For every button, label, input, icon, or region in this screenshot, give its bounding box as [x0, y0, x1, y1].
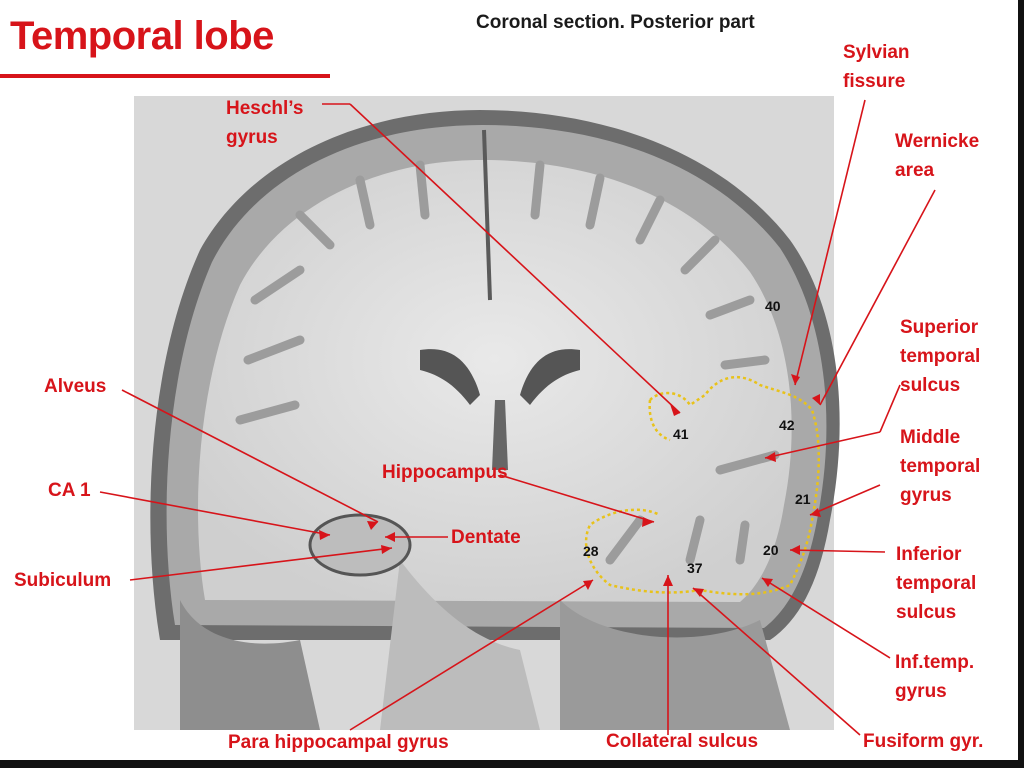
label-inferior-temporal-sulcus: Inferior temporal sulcus	[896, 540, 976, 627]
label-inf-temp-gyrus-line1: Inf.temp.	[895, 652, 975, 673]
label-sylvian-fissure-line1: Sylvian	[843, 42, 910, 63]
label-heschls-gyrus-line1: Heschl’s	[226, 98, 304, 119]
label-wernicke-area-line2: area	[895, 160, 935, 181]
label-superior-temporal-sulcus-line2: temporal	[900, 346, 981, 367]
label-superior-temporal-sulcus-line1: Superior	[900, 317, 979, 338]
label-dentate: Dentate	[451, 527, 521, 548]
label-middle-temporal-gyrus-line1: Middle	[900, 427, 961, 448]
label-sylvian-fissure-line2: fissure	[843, 71, 906, 92]
label-ca1: CA 1	[48, 480, 91, 501]
label-inf-temp-gyrus-line2: gyrus	[895, 681, 947, 702]
label-sylvian-fissure: Sylvian fissure	[843, 38, 910, 96]
label-inf-temp-gyrus: Inf.temp. gyrus	[895, 648, 974, 706]
label-fusiform-gyr: Fusiform gyr.	[863, 731, 984, 752]
label-collateral-sulcus: Collateral sulcus	[606, 731, 759, 752]
label-subiculum: Subiculum	[14, 570, 112, 591]
label-alveus: Alveus	[44, 376, 107, 397]
frame-bottom-border	[0, 760, 1024, 768]
label-heschls-gyrus-line2: gyrus	[226, 127, 278, 148]
frame-right-border	[1018, 0, 1024, 768]
brodmann-area-40: 40	[765, 298, 781, 314]
label-middle-temporal-gyrus-line2: temporal	[900, 456, 981, 477]
label-inferior-temporal-sulcus-line3: sulcus	[896, 602, 957, 623]
title-underline	[0, 74, 330, 78]
label-wernicke-area: Wernicke area	[895, 127, 979, 185]
brodmann-area-41: 41	[673, 426, 689, 442]
brodmann-area-20: 20	[763, 542, 779, 558]
label-inferior-temporal-sulcus-line2: temporal	[896, 573, 977, 594]
label-middle-temporal-gyrus: Middle temporal gyrus	[900, 423, 980, 510]
brodmann-area-21: 21	[795, 491, 811, 507]
label-inferior-temporal-sulcus-line1: Inferior	[896, 544, 962, 565]
label-hippocampus: Hippocampus	[382, 462, 508, 483]
label-para-hippocampal-gyrus: Para hippocampal gyrus	[228, 732, 449, 753]
label-superior-temporal-sulcus-line3: sulcus	[900, 375, 961, 396]
slide-subtitle: Coronal section. Posterior part	[476, 12, 755, 33]
brodmann-area-28: 28	[583, 543, 599, 559]
brodmann-area-42: 42	[779, 417, 795, 433]
label-middle-temporal-gyrus-line3: gyrus	[900, 485, 952, 506]
brodmann-area-37: 37	[687, 560, 703, 576]
label-wernicke-area-line1: Wernicke	[895, 131, 980, 152]
slide-title: Temporal lobe	[10, 14, 274, 58]
label-superior-temporal-sulcus: Superior temporal sulcus	[900, 313, 980, 400]
label-heschls-gyrus: Heschl’s gyrus	[226, 94, 303, 152]
